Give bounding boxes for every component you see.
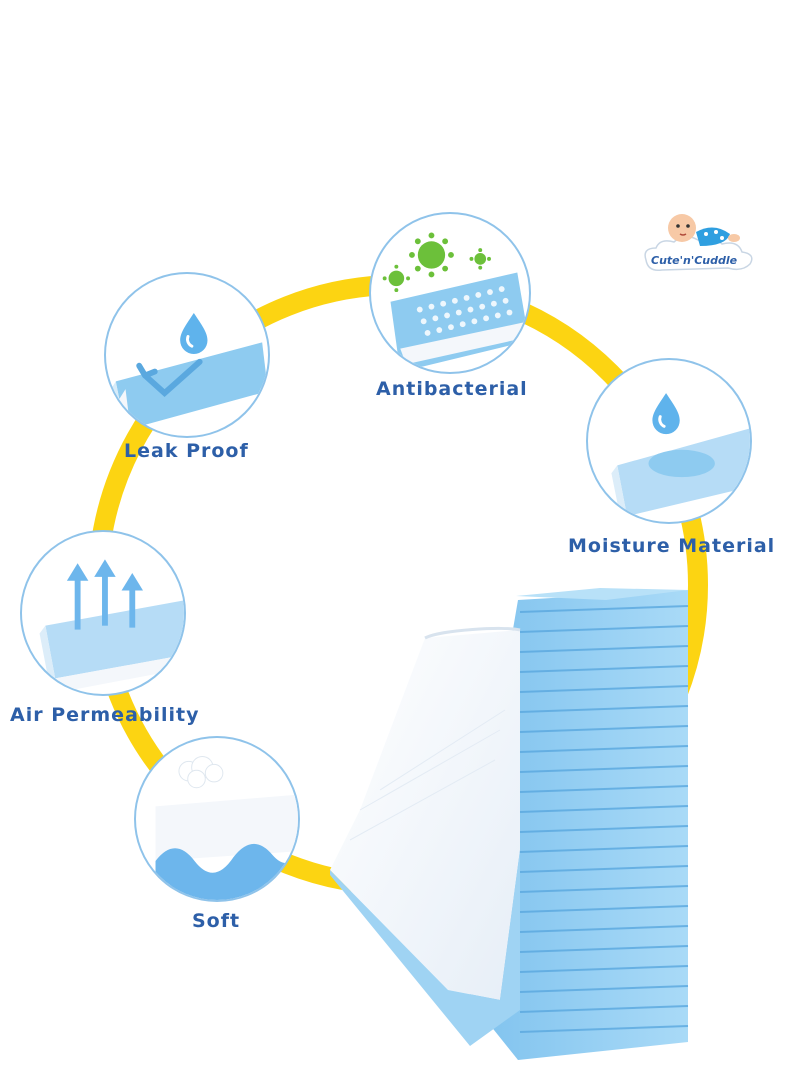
water-drop-icon: [180, 313, 208, 355]
leak-proof-label: Leak Proof: [124, 440, 249, 462]
upward-arrows-icon: [66, 559, 144, 630]
moisture-material-graphic: [611, 393, 750, 522]
air-permeability-label: Air Permeability: [10, 704, 200, 726]
moisture-material-label: Moisture Material: [568, 535, 776, 557]
brand-logo-text: Cute'n'Cuddle: [651, 254, 738, 267]
air-permeability-graphic: [39, 559, 184, 693]
antibacterial-badge: [369, 212, 531, 374]
soft-badge: [134, 736, 300, 902]
air-permeability-badge: [20, 530, 186, 696]
soft-label: Soft: [192, 910, 241, 932]
baby-logo-icon: [644, 214, 753, 272]
antibacterial-label: Antibacterial: [376, 378, 528, 400]
virus-icon: [382, 232, 491, 293]
leak-proof-badge: [104, 272, 270, 438]
moisture-material-badge: [586, 358, 752, 524]
antibacterial-graphic: [382, 232, 529, 372]
cotton-puff-icon: [178, 756, 224, 789]
leak-proof-graphic: [109, 313, 268, 436]
soft-graphic: [155, 756, 298, 900]
water-drop-icon: [652, 393, 680, 435]
